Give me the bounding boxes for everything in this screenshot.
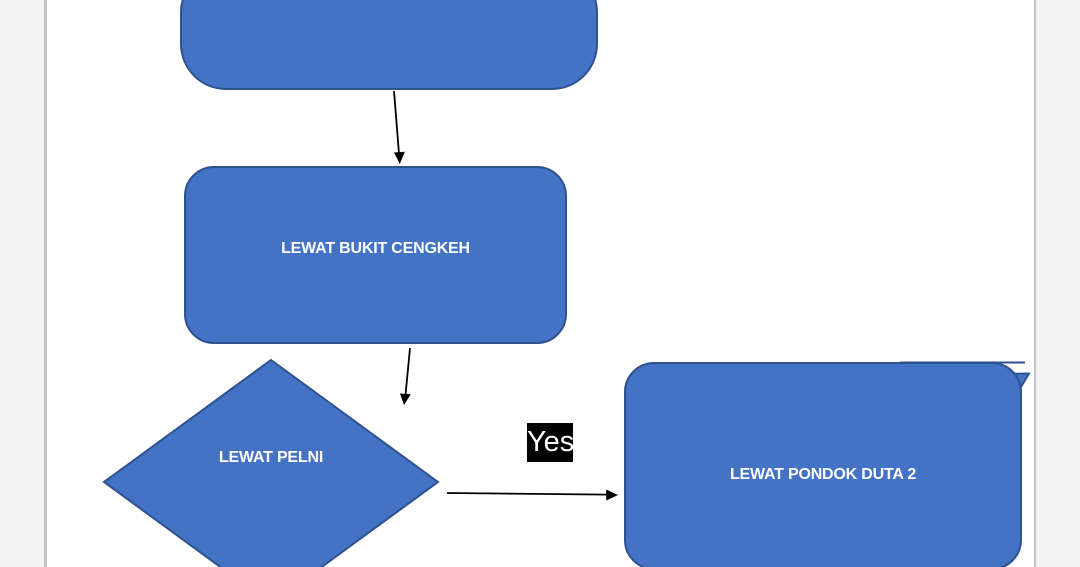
connector-label-yes[interactable]: Yes — [527, 423, 574, 462]
page-margin-right — [1036, 0, 1080, 567]
process-node-bukit-cengkeh[interactable] — [184, 166, 567, 344]
page-margin-left — [0, 0, 44, 567]
connector-pelni-to-pondok-duta[interactable] — [446, 489, 618, 501]
page-edge-left — [44, 0, 47, 567]
connector-bukit-cengkeh-to-pelni[interactable] — [400, 347, 411, 405]
terminator-node-start[interactable] — [180, 0, 598, 90]
decision-node-lewat-pelni[interactable] — [102, 358, 440, 567]
process-node-pondok-duta[interactable] — [624, 362, 1022, 567]
connector-start-to-bukit-cengkeh[interactable] — [393, 90, 405, 164]
page-edge-right — [1033, 0, 1036, 567]
